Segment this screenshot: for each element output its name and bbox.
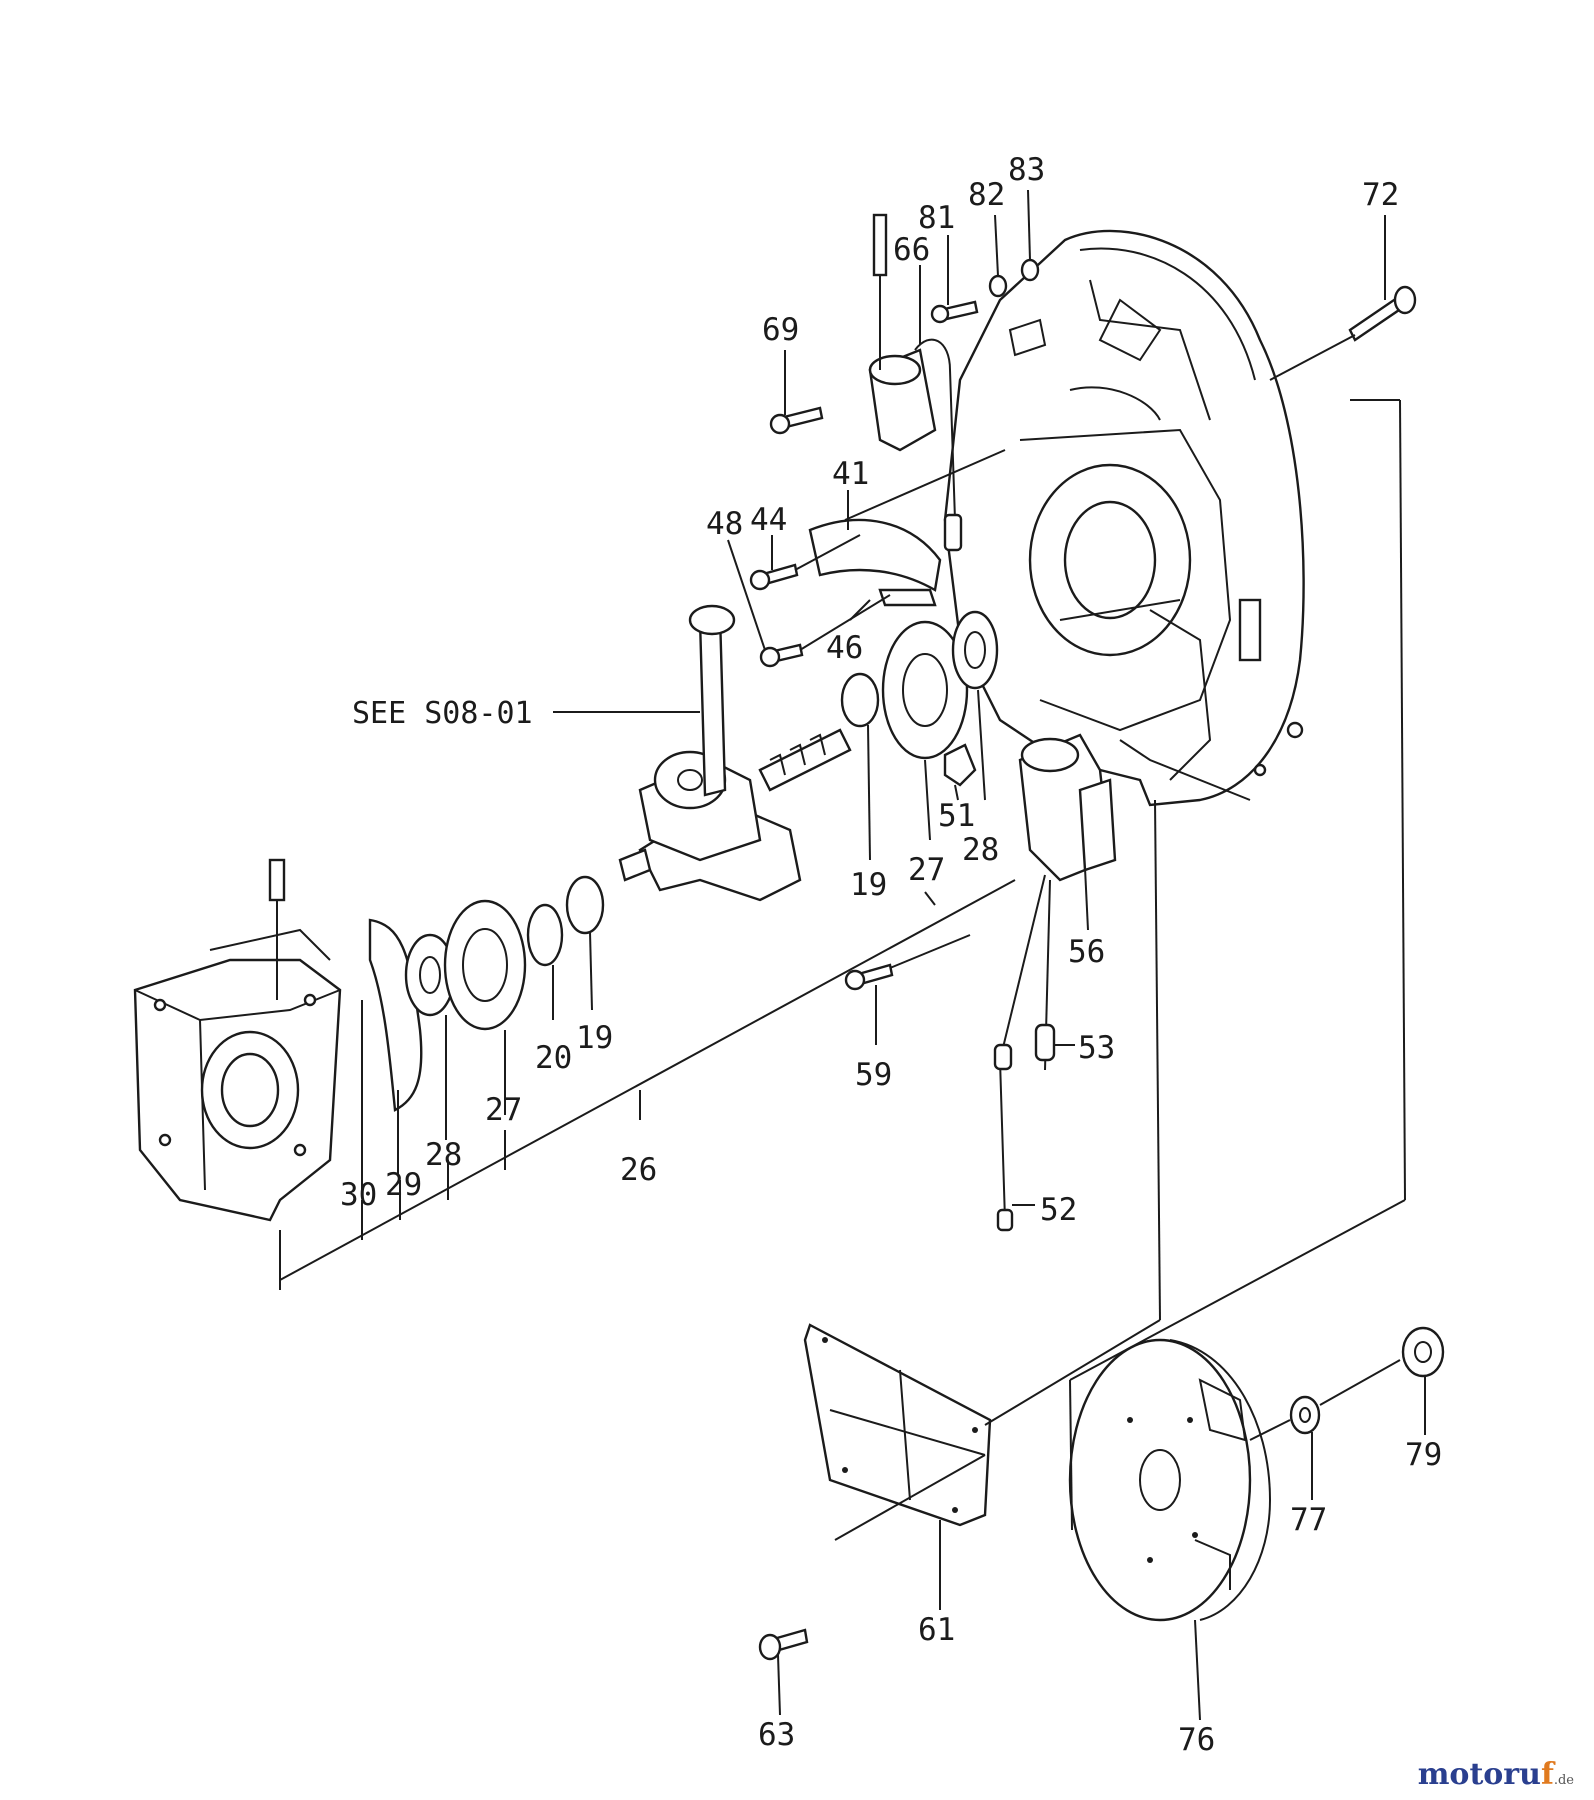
ignition-module [868, 213, 963, 552]
callout-82: 82 [968, 177, 1005, 213]
callout-labels: SEE S08-01 83 82 81 72 66 69 41 48 44 46… [340, 152, 1442, 1758]
ignition-coil [1018, 733, 1117, 882]
callout-41: 41 [832, 456, 869, 492]
crankshaft-assembly [618, 604, 852, 902]
leader-lines [279, 189, 1426, 1721]
callout-51: 51 [938, 798, 975, 834]
callout-30: 30 [340, 1177, 377, 1213]
callout-27-right: 27 [908, 852, 945, 888]
flywheel-nut [1401, 1326, 1445, 1378]
oil-seal-right [951, 610, 999, 690]
bracket [878, 588, 937, 607]
callout-76: 76 [1178, 1722, 1215, 1758]
callout-79: 79 [1405, 1437, 1442, 1473]
callout-48: 48 [706, 506, 743, 542]
callout-28-right: 28 [962, 832, 999, 868]
callout-46: 46 [826, 630, 863, 666]
callout-28-left: 28 [425, 1137, 462, 1173]
callout-81: 81 [918, 200, 955, 236]
callout-27-left: 27 [485, 1092, 522, 1128]
callout-72: 72 [1362, 177, 1399, 213]
callout-66: 66 [893, 232, 930, 268]
ball-bearing-left [443, 899, 527, 1031]
callout-69: 69 [762, 312, 799, 348]
callout-52: 52 [1040, 1192, 1077, 1228]
flywheel [1068, 1338, 1272, 1622]
flywheel-washer [1289, 1395, 1321, 1435]
callout-61: 61 [918, 1612, 955, 1648]
callout-77: 77 [1290, 1502, 1327, 1538]
deflector-plate [808, 518, 942, 592]
callout-56: 56 [1068, 934, 1105, 970]
callout-53: 53 [1078, 1030, 1115, 1066]
ball-bearing-right [881, 620, 969, 760]
callout-63: 63 [758, 1717, 795, 1753]
watermark-logo: motoruf.de [1418, 1757, 1574, 1792]
callout-26: 26 [620, 1152, 657, 1188]
crankcase-left-half [133, 858, 342, 1222]
see-reference-note: SEE S08-01 [352, 696, 533, 731]
callout-29: 29 [385, 1167, 422, 1203]
spark-plug-lead [993, 874, 1056, 1232]
callout-83: 83 [1008, 152, 1045, 188]
crankcase-right-half [943, 229, 1305, 807]
callout-44: 44 [750, 502, 787, 538]
callout-20: 20 [535, 1040, 572, 1076]
callout-19-left: 19 [576, 1020, 613, 1056]
watermark-tld: .de [1553, 1773, 1574, 1788]
watermark-name: motoru [1417, 1757, 1541, 1792]
screws [749, 258, 1417, 1661]
callout-19-right: 19 [850, 867, 887, 903]
grommet [943, 743, 977, 787]
shim-washer-left [565, 875, 605, 935]
callout-59: 59 [855, 1057, 892, 1093]
shim-washer-right [840, 672, 880, 728]
cover-plate [803, 1323, 992, 1527]
snap-ring [526, 903, 564, 967]
watermark-accent: f [1540, 1757, 1554, 1792]
